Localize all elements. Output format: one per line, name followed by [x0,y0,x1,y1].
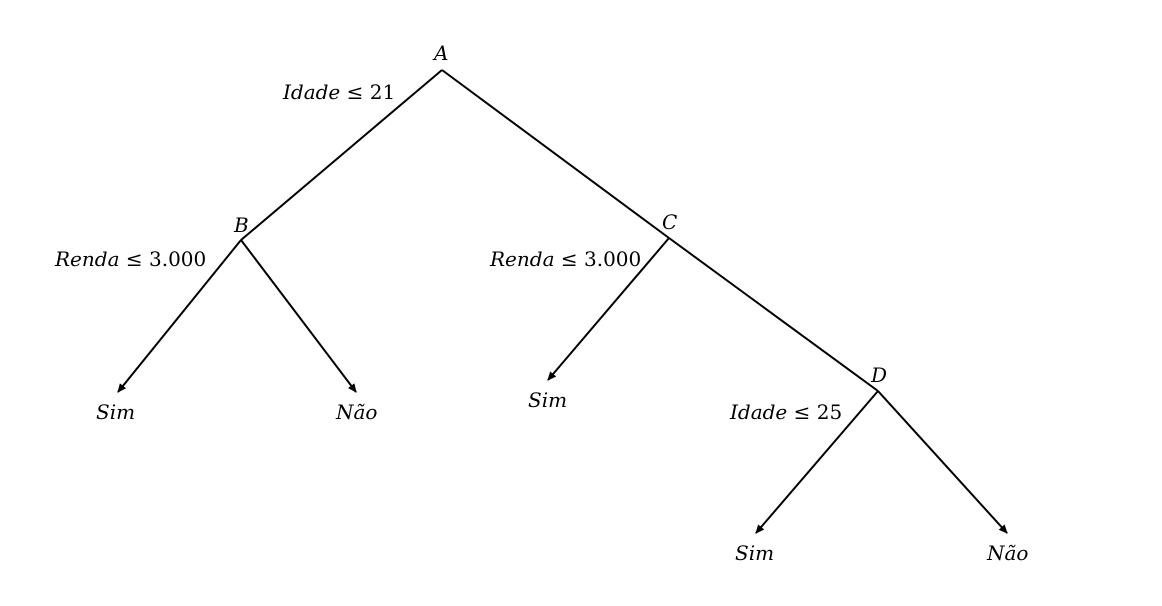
leaf-d-nao: Não [987,541,1029,565]
condition-b-val: 3.000 [149,247,207,271]
edge-a-c [441,69,670,239]
node-d-label: D [871,363,888,387]
condition-c-var: Renda [490,247,555,271]
leaf-c-sim: Sim [528,388,568,412]
leaf-b-sim: Sim [96,400,136,424]
node-b-label: B [234,213,249,237]
edge-b-sim [117,239,242,393]
condition-d-val: 25 [816,400,843,424]
condition-d: Idade ≤ 25 [730,402,842,422]
node-c-label: C [662,210,678,234]
edge-d-sim [755,390,879,534]
condition-c-val: 3.000 [584,247,642,271]
edge-a-b [240,69,443,241]
edge-d-nao [877,390,1008,534]
condition-a: Idade ≤ 21 [283,82,395,102]
condition-b-op: ≤ [125,247,143,271]
condition-a-var: Idade [283,80,341,104]
edge-c-sim [547,237,670,381]
condition-b-var: Renda [55,247,120,271]
leaf-d-sim: Sim [735,541,775,565]
edge-b-nao [240,239,357,393]
edge-c-d [668,237,879,392]
condition-b: Renda ≤ 3.000 [55,249,206,269]
leaf-b-nao: Não [336,400,378,424]
condition-c: Renda ≤ 3.000 [490,249,641,269]
node-a-label: A [434,41,449,65]
condition-c-op: ≤ [560,247,578,271]
condition-a-op: ≤ [346,80,364,104]
condition-d-var: Idade [730,400,788,424]
condition-d-op: ≤ [793,400,811,424]
condition-a-val: 21 [369,80,396,104]
